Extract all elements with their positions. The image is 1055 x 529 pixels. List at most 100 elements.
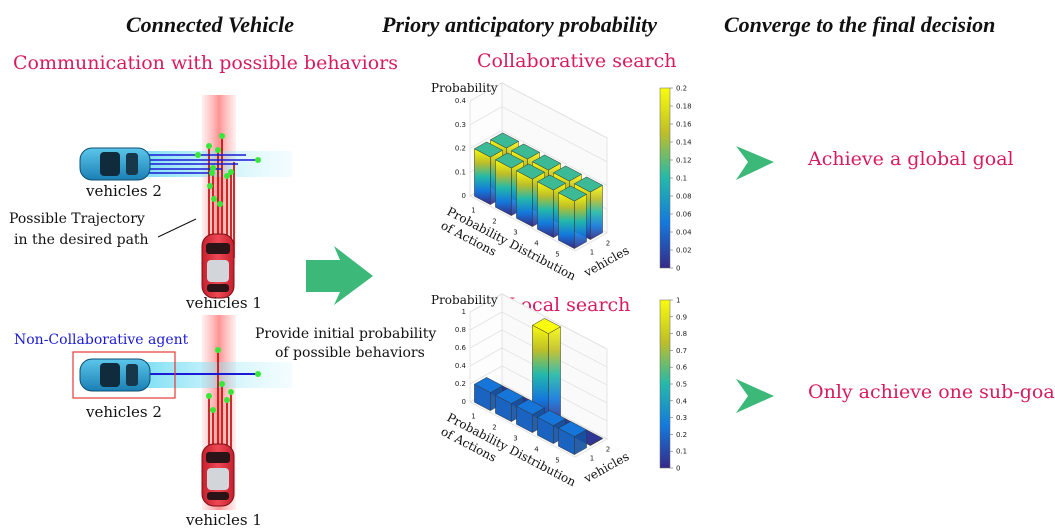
gridline <box>469 365 608 422</box>
gridline <box>469 106 608 163</box>
colorbar: 1 0.9 0.8 0.7 0.6 0.5 0.4 0.3 0.2 0.1 0 <box>659 297 688 473</box>
agent-highlight-box <box>72 351 176 399</box>
z-axis-label: Probability <box>431 293 498 307</box>
green-arrow-icon <box>306 246 373 305</box>
x-tick-label: 1 <box>471 413 475 421</box>
vehicle2-label-bottom: vehicles 2 <box>86 403 162 421</box>
colorbar-tick-label: 0.5 <box>676 381 687 389</box>
bar-a5-v1 <box>557 421 588 456</box>
red-car-icon <box>201 443 235 507</box>
colorbar-tick-label: 0.6 <box>676 364 688 372</box>
z-tick-label: 0.4 <box>455 362 467 370</box>
colorbar-tick-label: 0.1 <box>676 175 687 183</box>
red-car-icon <box>201 233 235 299</box>
z-tick-label: 0.3 <box>455 121 466 129</box>
colorbar-scale <box>659 87 671 269</box>
z-tick-label: 0 <box>462 398 466 406</box>
vehicle1-label-top: vehicles 1 <box>186 294 262 312</box>
bar-a3-v2 <box>531 318 562 425</box>
colorbar: 0.2 0.18 0.16 0.14 0.12 0.1 0.08 0.06 0.04 0.02 0 <box>659 85 692 273</box>
trajectory-endpoints <box>195 133 261 207</box>
z-tick-label: 0.2 <box>455 380 466 388</box>
x-tick-label: 1 <box>471 207 475 215</box>
initial-probability-line1: Provide initial probability <box>255 326 437 342</box>
colorbar-tick-label: 0.9 <box>676 313 687 321</box>
blue-car-icon <box>79 358 151 392</box>
colorbar-tick-label: 0.14 <box>676 139 692 147</box>
trajectory-note-line2: in the desired path <box>14 232 149 248</box>
gridline <box>469 347 608 404</box>
x-tick-label: 2 <box>492 218 496 226</box>
bottom-scene <box>72 315 292 510</box>
colorbar-tick-label: 0 <box>676 265 680 273</box>
z-tick-label: 0.1 <box>455 168 466 176</box>
non-collaborative-agent-label: Non-Collaborative agent <box>14 332 189 348</box>
x-tick-label: 2 <box>492 424 496 432</box>
global-goal-text: Achieve a global goal <box>808 148 1014 170</box>
colorbar-tick-label: 0.04 <box>676 229 692 237</box>
z-tick-label: 0.4 <box>455 97 467 105</box>
gridline <box>469 311 608 368</box>
colorbar-tick-label: 1 <box>676 297 680 305</box>
gridline <box>469 82 608 139</box>
z-tick-label: 0.6 <box>455 344 467 352</box>
vehicle1-label-bottom: vehicles 1 <box>186 511 262 529</box>
x-tick-label: 5 <box>555 457 559 465</box>
x-tick-label: 3 <box>513 229 517 237</box>
top-scene <box>79 95 292 299</box>
z-tick-label: 0.8 <box>455 326 466 334</box>
chevron-right-icon <box>736 146 774 180</box>
trajectory-pointer <box>157 218 197 238</box>
x-tick-label: 4 <box>534 240 539 248</box>
trajectory-endpoints <box>206 347 261 413</box>
z-tick-label: 0.2 <box>455 145 466 153</box>
gridline <box>469 293 608 350</box>
y-axis-label: vehicles <box>581 243 632 280</box>
local-search-title: Local search <box>508 294 631 316</box>
y-tick-label: 2 <box>606 446 610 454</box>
trajectory-note-line1: Possible Trajectory <box>9 211 145 227</box>
colorbar-scale <box>659 299 671 469</box>
colorbar-tick-label: 0.2 <box>676 431 687 439</box>
x-tick-label: 5 <box>555 251 559 259</box>
header-final-decision: Converge to the final decision <box>724 12 996 37</box>
colorbar-tick-label: 0.08 <box>676 193 692 201</box>
gridline <box>469 130 608 186</box>
colorbar-tick-label: 0.16 <box>676 121 692 129</box>
colorbar-tick-label: 0.8 <box>676 330 687 338</box>
colorbar-tick-label: 0.4 <box>676 397 688 405</box>
colorbar-tick-label: 0.02 <box>676 247 692 255</box>
z-axis-label: Probability <box>431 81 498 95</box>
z-tick-label: 1 <box>462 308 466 316</box>
colorbar-tick-label: 0 <box>676 465 680 473</box>
chevron-right-icon <box>736 379 774 413</box>
bar-a5-v1 <box>557 185 588 250</box>
z-tick-label: 0 <box>462 192 466 200</box>
sub-goal-text: Only achieve one sub-goal <box>808 381 1055 403</box>
header-connected-vehicle: Connected Vehicle <box>126 12 295 37</box>
colorbar-tick-label: 0.1 <box>676 448 687 456</box>
y-axis-label: vehicles <box>581 449 632 486</box>
subtitle-communication: Communication with possible behaviors <box>13 52 398 74</box>
gridline <box>469 329 608 386</box>
collaborative-search-title: Collaborative search <box>477 50 677 72</box>
colorbar-tick-label: 0.2 <box>676 85 687 93</box>
colorbar-tick-label: 0.7 <box>676 347 687 355</box>
colorbar-tick-label: 0.06 <box>676 211 692 219</box>
blue-car-icon <box>79 147 151 181</box>
x-tick-label: 4 <box>534 446 539 454</box>
initial-probability-line2: of possible behaviors <box>275 345 425 361</box>
vehicle2-label-top: vehicles 2 <box>86 182 162 200</box>
y-tick-label: 2 <box>606 240 610 248</box>
y-tick-label: 1 <box>590 249 594 257</box>
colorbar-tick-label: 0.12 <box>676 157 692 165</box>
y-tick-label: 1 <box>590 455 594 463</box>
x-tick-label: 3 <box>513 435 517 443</box>
header-anticipatory-probability: Priory anticipatory probability <box>382 12 657 37</box>
colorbar-tick-label: 0.18 <box>676 103 692 111</box>
colorbar-tick-label: 0.3 <box>676 414 687 422</box>
